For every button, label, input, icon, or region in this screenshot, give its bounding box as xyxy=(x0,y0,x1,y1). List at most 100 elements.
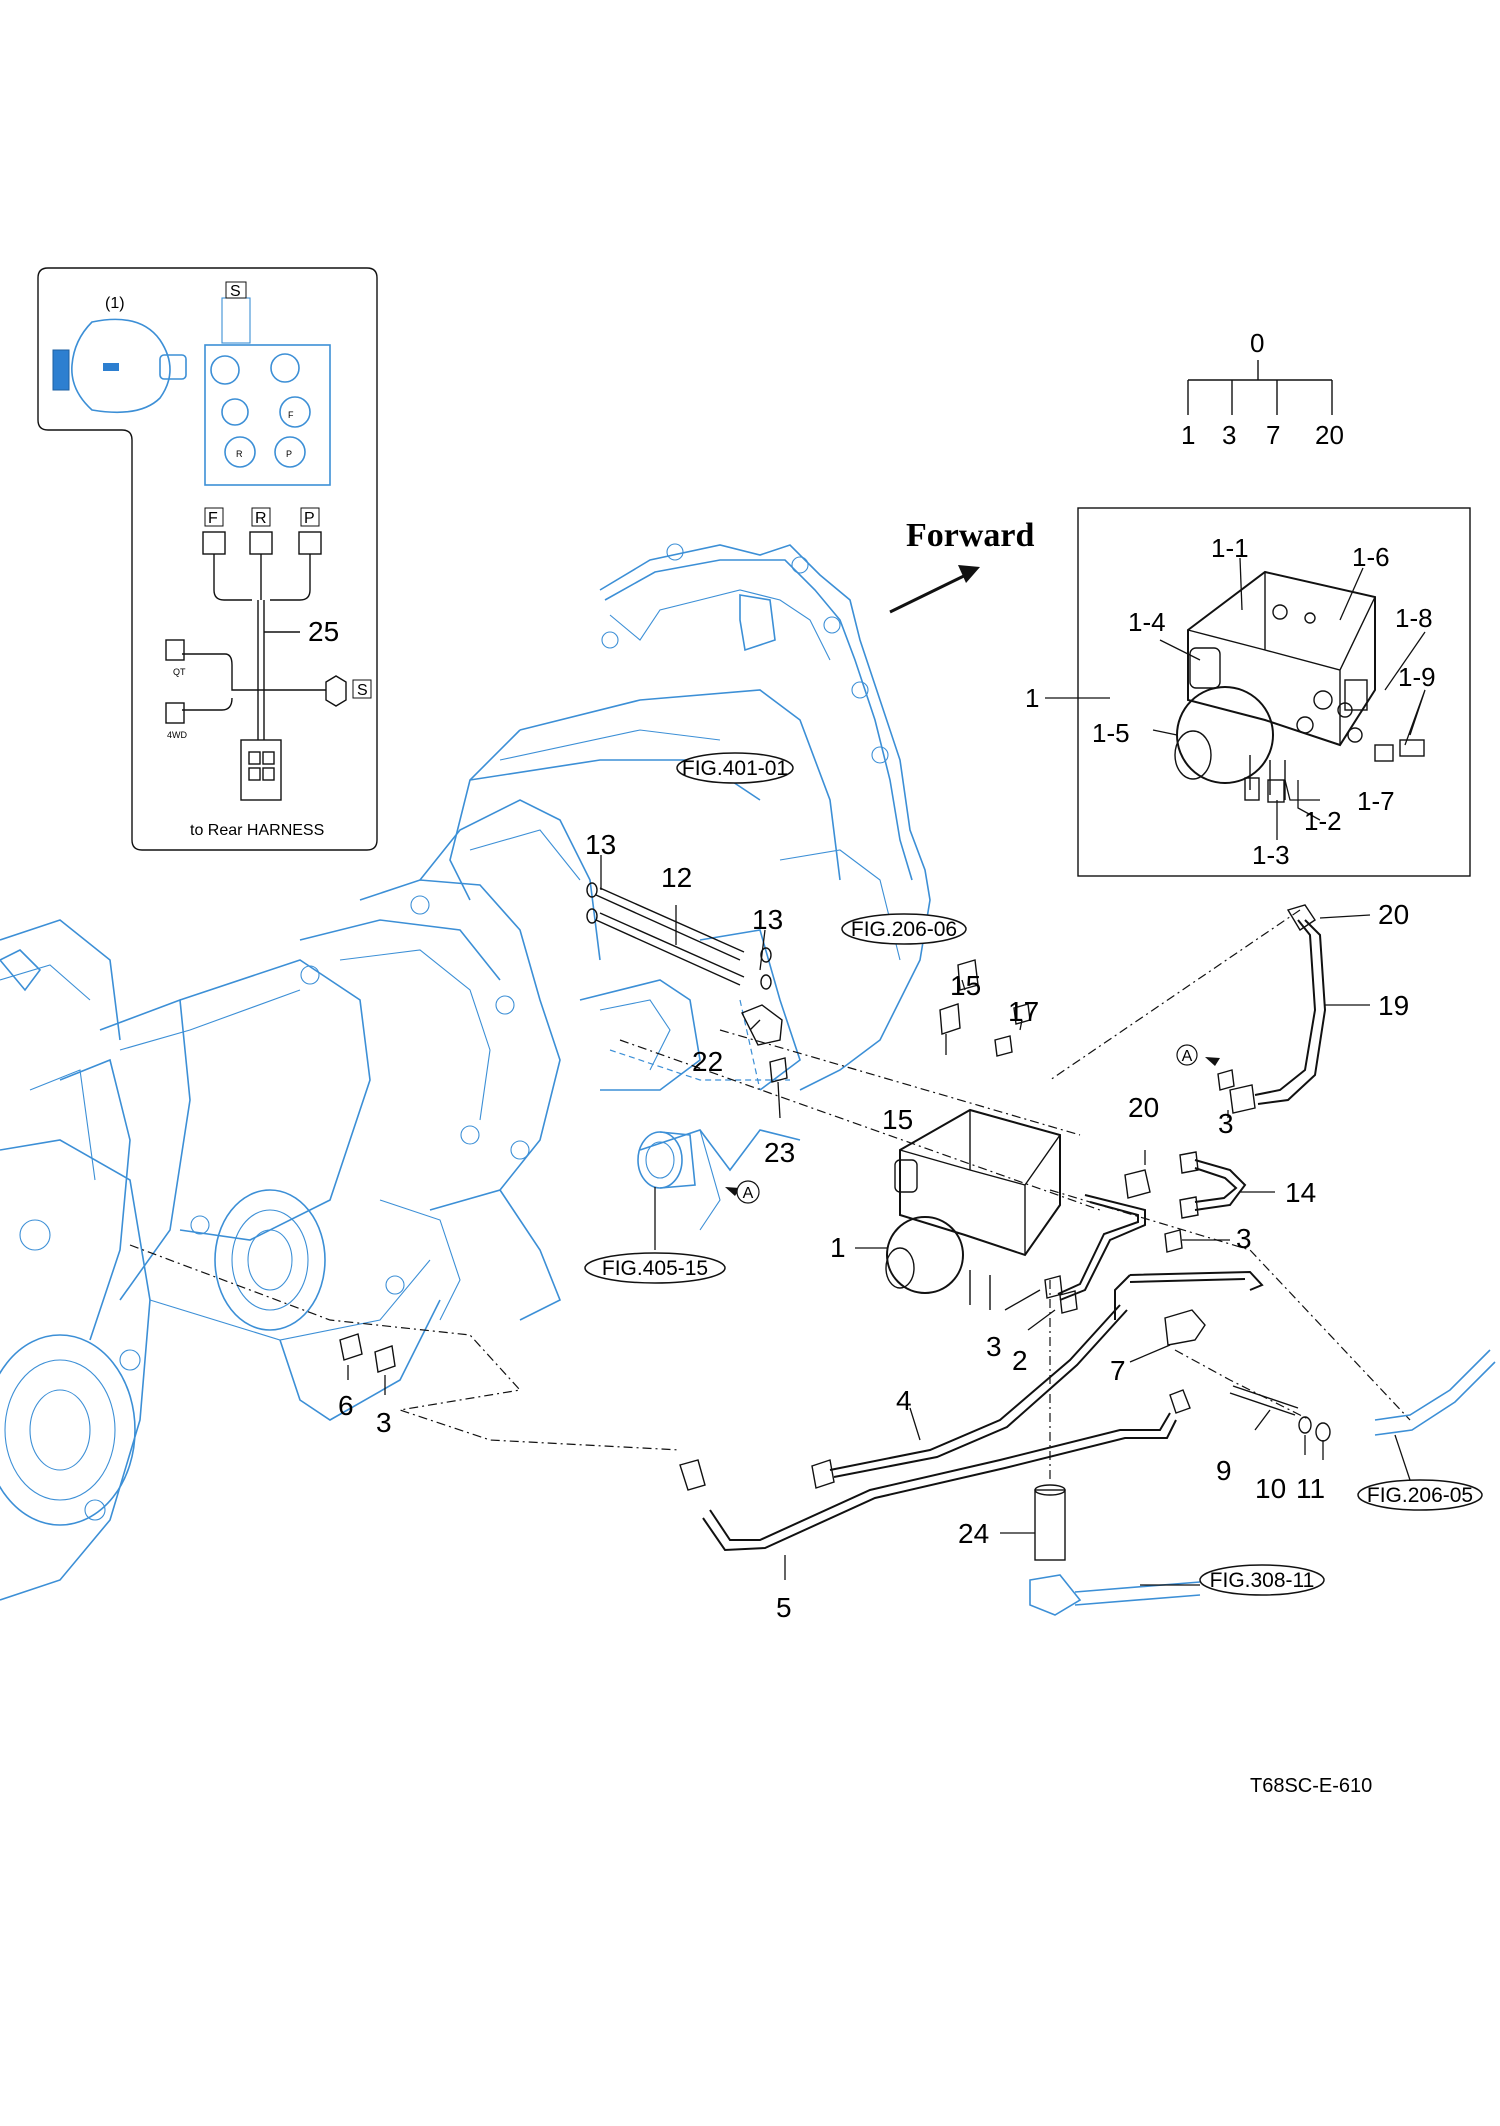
connector-tag-f: F xyxy=(208,510,218,527)
valve-tag-p: P xyxy=(286,449,292,459)
tree-root-label: 0 xyxy=(1250,328,1264,358)
callout-13: 13 xyxy=(585,829,616,860)
plug-1-9a xyxy=(1374,744,1394,762)
valve-block-drawing xyxy=(204,344,331,486)
callout-4: 4 xyxy=(896,1385,912,1416)
connector-f: F xyxy=(202,507,226,555)
callout-3: 3 xyxy=(1218,1108,1234,1139)
tree-child-20: 20 xyxy=(1315,420,1344,450)
tree-child-1: 1 xyxy=(1181,420,1195,450)
callout-3: 3 xyxy=(376,1407,392,1438)
accumulator-mark xyxy=(103,363,119,371)
inset-frame xyxy=(37,267,378,851)
ref-marker-upper: A xyxy=(1182,1048,1193,1065)
callout-7: 7 xyxy=(1110,1355,1126,1386)
fig-ref-401-01[interactable]: FIG.401-01 xyxy=(676,752,794,784)
callout-12: 12 xyxy=(661,862,692,893)
connector-r: R xyxy=(249,507,273,555)
label-1-7: 1-7 xyxy=(1357,786,1395,816)
sensor-tag-box-side xyxy=(352,679,372,699)
callout-20: 20 xyxy=(1128,1092,1159,1123)
valve-body-drawing xyxy=(1187,570,1376,747)
forward-label: Forward xyxy=(906,517,1035,554)
valve-inset-frame xyxy=(1077,507,1471,877)
ref-marker-circle xyxy=(736,1180,760,1204)
callout-3: 3 xyxy=(986,1331,1002,1362)
callout-harness-25: 25 xyxy=(308,616,339,647)
main-parts xyxy=(129,855,1496,1616)
callout-13: 13 xyxy=(752,904,783,935)
drawing-code: T68SC-E-610 xyxy=(1250,1775,1372,1797)
plug-1-9b xyxy=(1399,739,1425,757)
fig-ref-206-06-label: FIG.206-06 xyxy=(851,918,957,941)
forward-arrow-icon xyxy=(958,565,980,583)
label-1-5: 1-5 xyxy=(1092,718,1130,748)
fig-ref-401-01-label: FIG.401-01 xyxy=(682,757,788,780)
tree-child-7: 7 xyxy=(1266,420,1280,450)
transmission-housing-drawing xyxy=(0,543,931,1601)
callout-10: 10 xyxy=(1255,1473,1286,1504)
forward-indicator: Forward xyxy=(889,517,1035,614)
callout-labels: 13 12 13 15 17 22 15 23 20 19 3 20 14 3 … xyxy=(338,829,1409,1623)
accumulator-1-5 xyxy=(1176,686,1274,784)
qt-switch-connector xyxy=(165,639,185,661)
qt-label: QT xyxy=(173,667,186,677)
fig-ref-308-11[interactable]: FIG.308-11 xyxy=(1140,1564,1325,1596)
connector-tag-r: R xyxy=(255,510,267,527)
callout-3: 3 xyxy=(1236,1223,1252,1254)
callout-22: 22 xyxy=(692,1046,723,1077)
callout-17: 17 xyxy=(1008,996,1039,1027)
ref-markers: A A xyxy=(736,1044,1198,1204)
filter-24 xyxy=(1034,1489,1066,1561)
fig-ref-206-06[interactable]: FIG.206-06 xyxy=(841,913,967,945)
fig-ref-206-05-label: FIG.206-05 xyxy=(1367,1484,1473,1507)
sensor-plug xyxy=(325,675,347,707)
fig-ref-405-15-label: FIG.405-15 xyxy=(602,1257,708,1280)
callout-2: 2 xyxy=(1012,1345,1028,1376)
ref-marker-circle xyxy=(1176,1044,1198,1066)
valve-tag-r: R xyxy=(236,449,243,459)
valve-main-drawing xyxy=(899,1108,1061,1257)
sensor-tag-box-top xyxy=(225,281,247,299)
callout-11: 11 xyxy=(1296,1473,1325,1504)
connector-tag-p: P xyxy=(304,510,315,527)
label-1-2: 1-2 xyxy=(1304,806,1342,836)
4wd-switch-connector xyxy=(165,702,185,724)
callout-14: 14 xyxy=(1285,1177,1316,1208)
callout-15: 15 xyxy=(950,970,981,1001)
label-1-6: 1-6 xyxy=(1352,542,1390,572)
callout-19: 19 xyxy=(1378,990,1409,1021)
solenoid-1-4 xyxy=(1189,647,1221,689)
accumulator-drawing xyxy=(71,318,171,414)
valve-assembly-label: 1 xyxy=(1025,683,1039,713)
to-rear-harness-label: to Rear HARNESS xyxy=(190,822,324,839)
accumulator-ref-label: (1) xyxy=(105,295,125,312)
harness-inset: (1) S F R P F R P xyxy=(37,267,378,851)
label-1-8: 1-8 xyxy=(1395,603,1433,633)
label-1-1: 1-1 xyxy=(1211,533,1249,563)
callout-23: 23 xyxy=(764,1137,795,1168)
callout-9: 9 xyxy=(1216,1455,1232,1486)
callout-1: 1 xyxy=(830,1232,846,1263)
connector-p: P xyxy=(298,507,322,555)
accumulator-cap xyxy=(52,349,70,391)
figure-references: FIG.401-01 FIG.206-06 FIG.405-15 FIG.206… xyxy=(584,752,1483,1596)
accumulator-port xyxy=(159,354,187,380)
sensor-tag-side: S xyxy=(357,682,368,699)
label-1-9: 1-9 xyxy=(1398,662,1436,692)
pressure-sensor-drawing xyxy=(221,297,251,344)
parts-tree: 0 1 3 7 20 xyxy=(1181,328,1344,450)
rear-harness-connector xyxy=(240,739,282,801)
callout-5: 5 xyxy=(776,1592,792,1623)
valve-inset: 1 1-1 1-2 1-3 1-4 1-5 1-6 1-7 1-8 1-9 xyxy=(1025,507,1471,877)
fig-ref-405-15[interactable]: FIG.405-15 xyxy=(584,1252,726,1284)
tree-child-3: 3 xyxy=(1222,420,1236,450)
label-1-4: 1-4 xyxy=(1128,607,1166,637)
fig-ref-206-05[interactable]: FIG.206-05 xyxy=(1357,1434,1483,1511)
fig-ref-308-11-label: FIG.308-11 xyxy=(1210,1569,1315,1592)
callout-6: 6 xyxy=(338,1390,354,1421)
ref-marker-lower: A xyxy=(743,1185,754,1202)
valve-tag-f: F xyxy=(288,410,294,420)
